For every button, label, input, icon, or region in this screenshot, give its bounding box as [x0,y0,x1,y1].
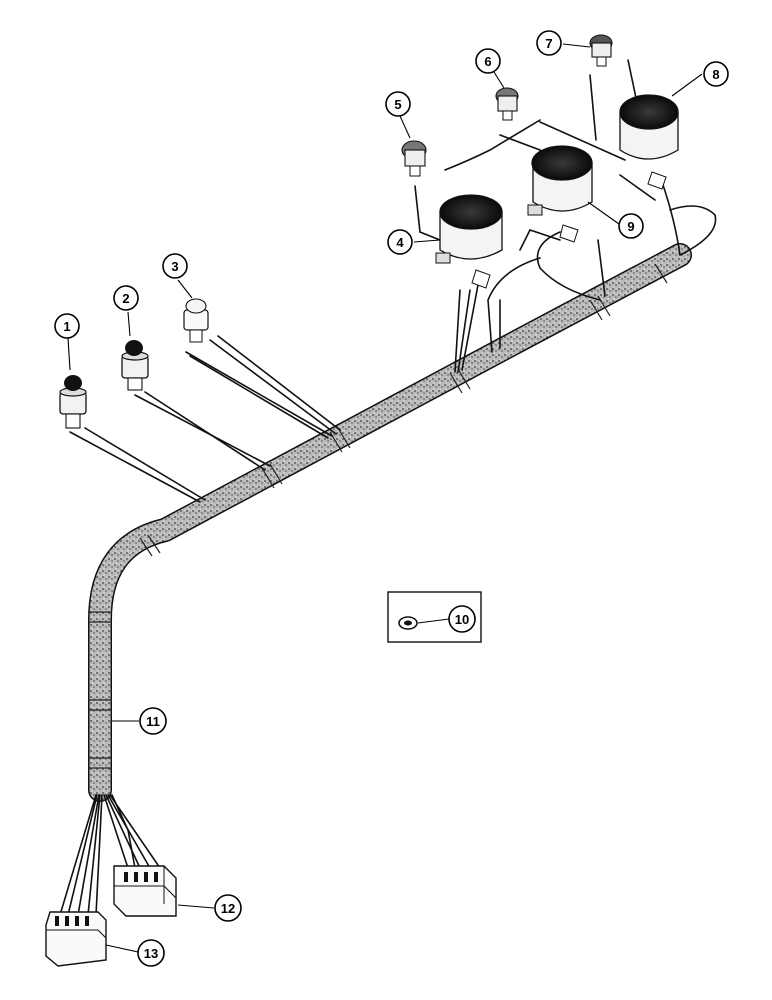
callout-6-label: 6 [484,54,491,69]
lamp-6 [495,87,519,121]
callout-5: 5 [385,91,411,117]
lamp-7 [589,34,613,67]
callout-9-label: 9 [627,219,634,234]
lamp-5 [401,140,427,177]
leader-lines [67,43,703,953]
main-harness [88,243,692,802]
callout-4-label: 4 [396,235,404,250]
callout-7: 7 [536,30,562,56]
switch-1 [59,375,87,429]
callout-11: 11 [139,707,167,735]
callout-8: 8 [703,61,729,87]
gauge-4 [435,194,503,289]
branch-wires-right [414,59,717,373]
callout-1-label: 1 [63,319,70,334]
callout-12: 12 [214,894,242,922]
callout-3: 3 [162,253,188,279]
callout-13-label: 13 [144,946,158,961]
callout-10: 10 [448,605,476,633]
callout-13: 13 [137,939,165,967]
callout-4: 4 [387,229,413,255]
bottom-fanout-wires [59,794,161,916]
callout-7-label: 7 [545,36,552,51]
callout-12-label: 12 [221,901,235,916]
callout-9: 9 [618,213,644,239]
gauge-8 [619,94,679,190]
callout-11-label: 11 [146,714,160,729]
callout-8-label: 8 [712,67,719,82]
connector-13 [45,911,107,967]
switch-2 [121,340,149,391]
switch-3 [183,298,209,343]
callout-2: 2 [113,285,139,311]
callout-10-label: 10 [455,612,469,627]
callout-5-label: 5 [394,97,401,112]
callout-6: 6 [475,48,501,74]
callout-3-label: 3 [171,259,178,274]
connector-12 [113,865,177,917]
gauge-9 [527,145,593,243]
callout-1: 1 [54,313,80,339]
callout-2-label: 2 [122,291,129,306]
branch-wires-left [69,335,341,503]
